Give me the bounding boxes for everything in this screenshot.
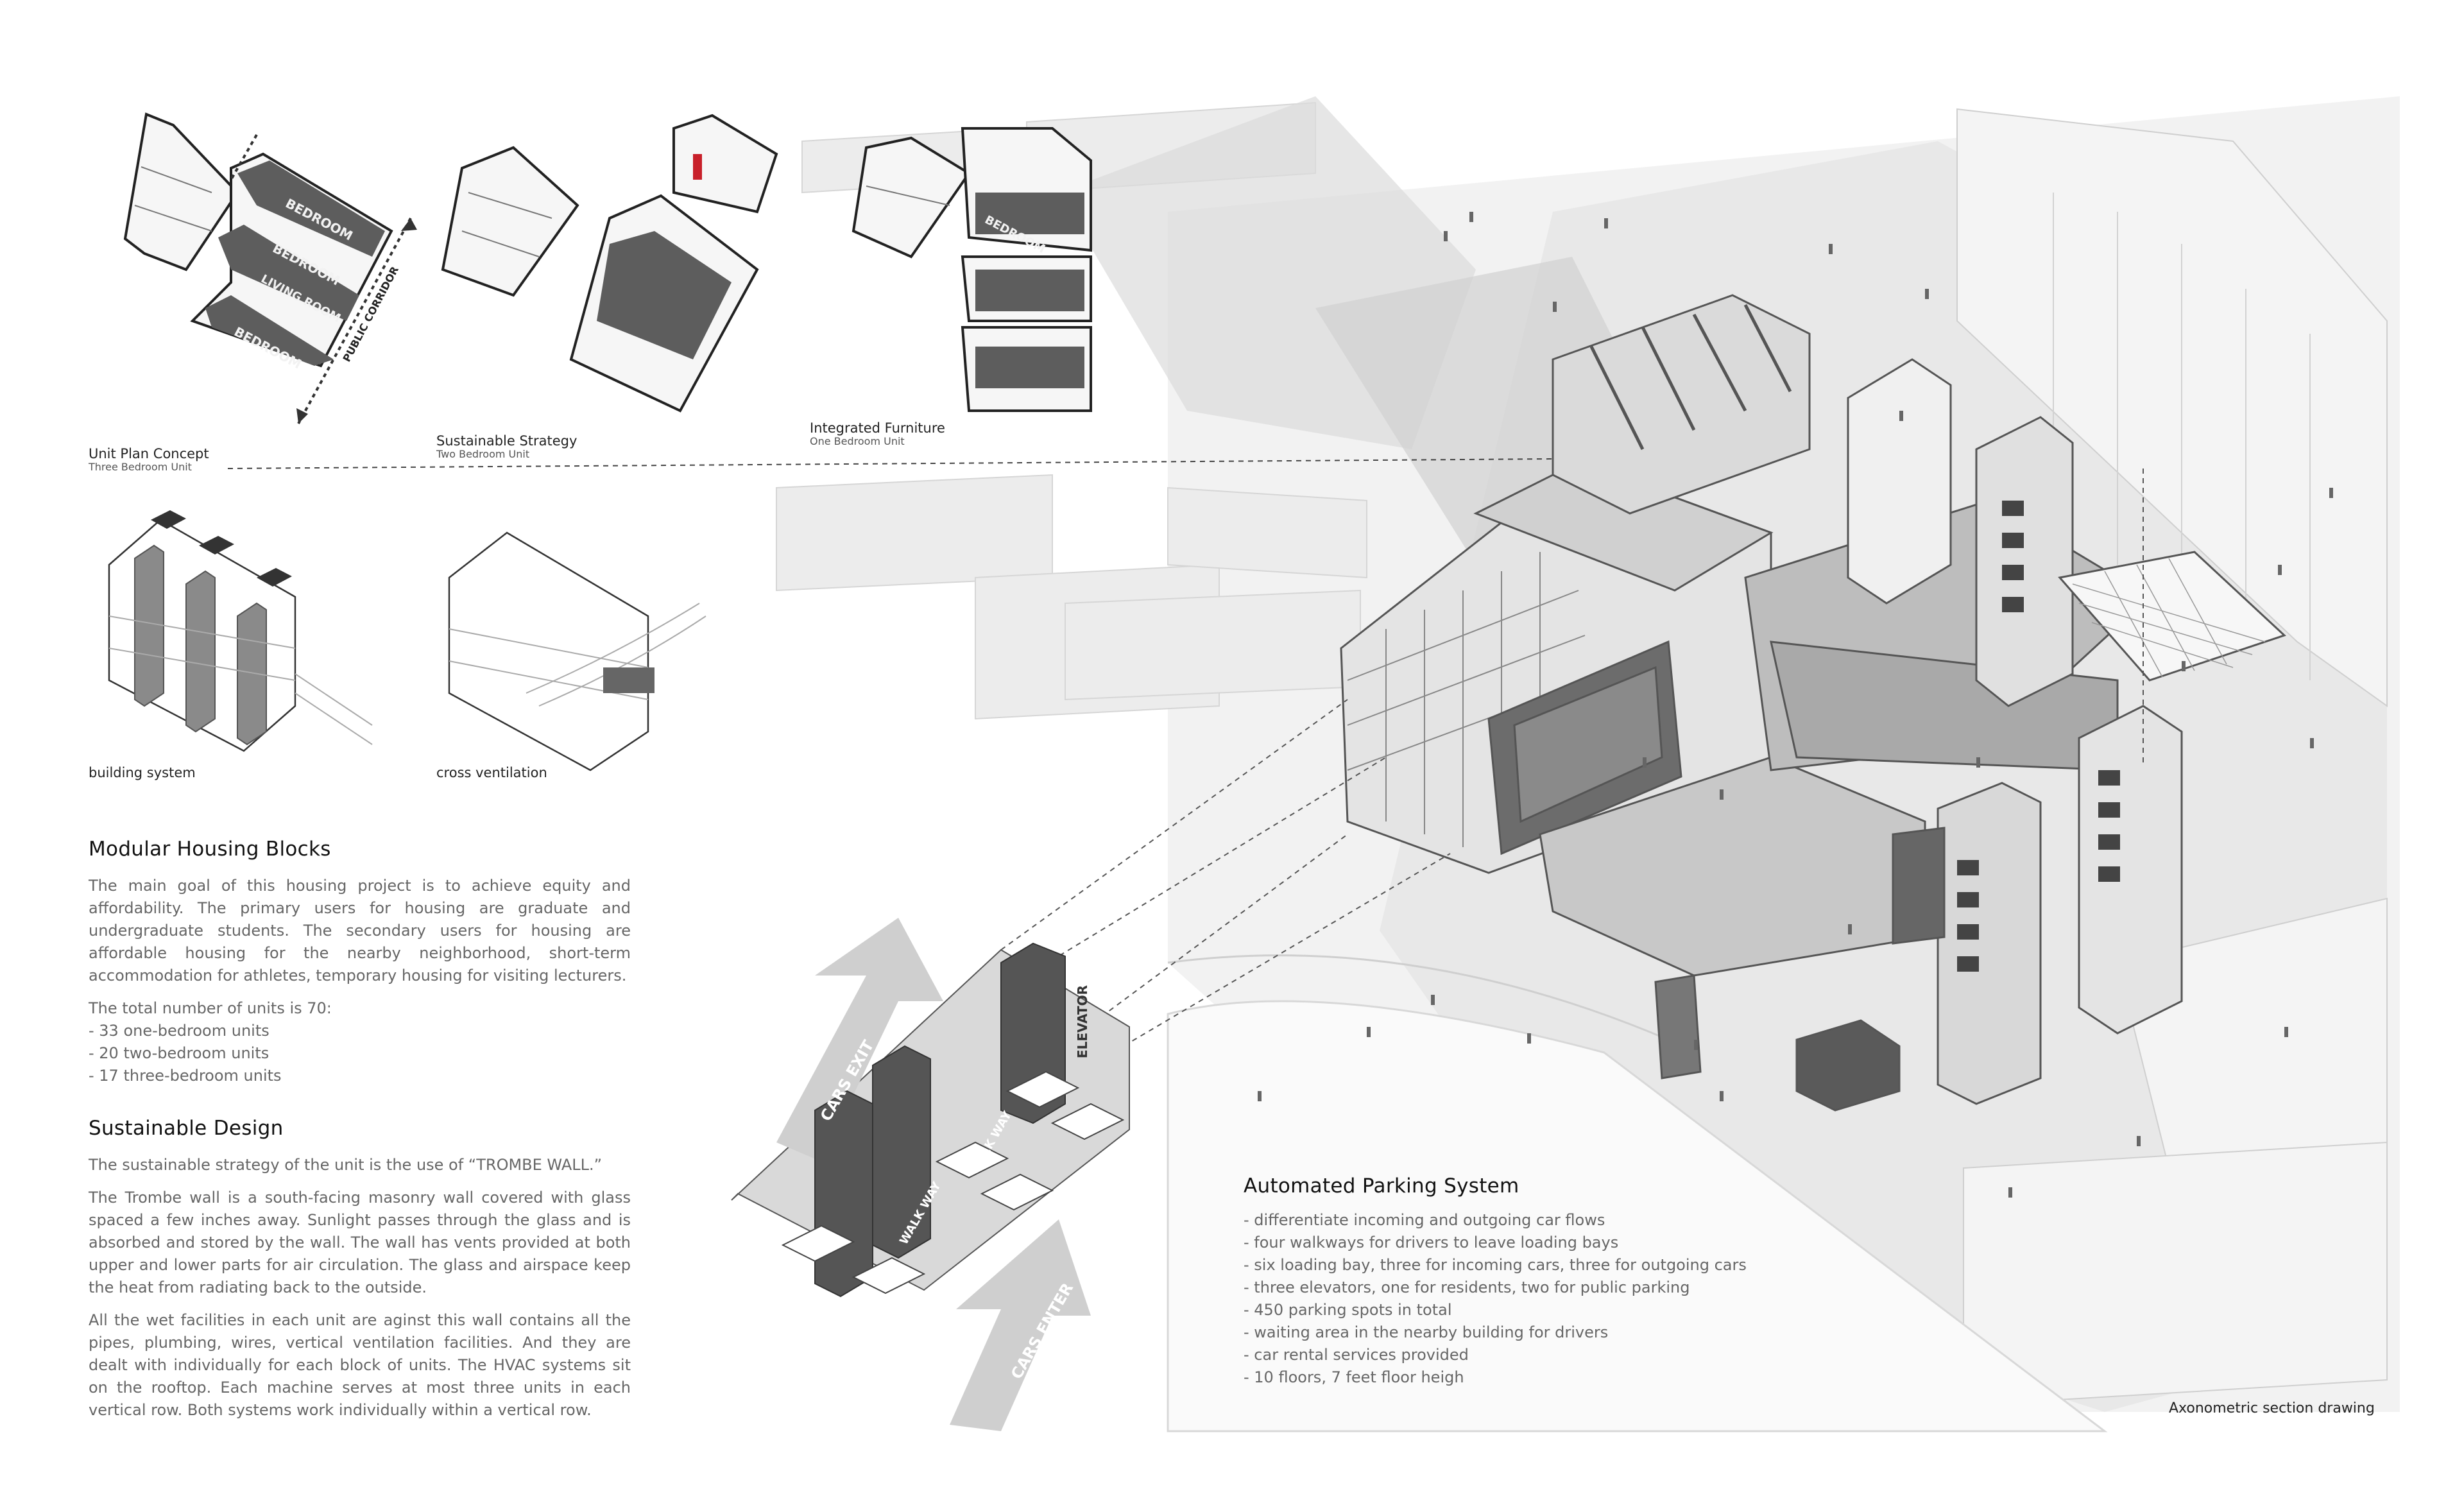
modular-paragraph-2: The total number of units is 70: xyxy=(89,999,332,1017)
parking-item: - 450 parking spots in total xyxy=(1244,1301,1452,1319)
caption-unit-plan: Unit Plan Concept Three Bedroom Unit xyxy=(89,446,209,473)
caption-sustainable-strategy-title: Sustainable Strategy xyxy=(436,433,578,449)
sustainable-paragraph-3: All the wet facilities in each unit are … xyxy=(89,1311,631,1419)
parking-item: - car rental services provided xyxy=(1244,1346,1469,1364)
parking-item: - waiting area in the nearby building fo… xyxy=(1244,1323,1609,1341)
unit-count-item: - 33 one-bedroom units xyxy=(89,1022,270,1040)
caption-leader-line xyxy=(227,458,1553,469)
parking-item: - three elevators, one for residents, tw… xyxy=(1244,1278,1690,1296)
caption-unit-plan-sub: Three Bedroom Unit xyxy=(89,461,192,473)
sustainable-section: Sustainable Design The sustainable strat… xyxy=(89,1117,631,1432)
elevator-label: ELEVATOR xyxy=(1075,984,1091,1059)
parking-section: Automated Parking System - differentiate… xyxy=(1244,1174,1821,1389)
caption-integrated-furniture-sub: One Bedroom Unit xyxy=(810,435,905,447)
parking-item: - six loading bay, three for incoming ca… xyxy=(1244,1256,1747,1274)
unit-count-item: - 17 three-bedroom units xyxy=(89,1067,282,1085)
unit-count-item: - 20 two-bedroom units xyxy=(89,1044,270,1062)
caption-sustainable-strategy: Sustainable Strategy Two Bedroom Unit xyxy=(436,433,577,460)
caption-unit-plan-title: Unit Plan Concept xyxy=(89,446,209,461)
sustainable-paragraph-2: The Trombe wall is a south-facing masonr… xyxy=(89,1189,631,1296)
parking-item: - differentiate incoming and outgoing ca… xyxy=(1244,1211,1605,1229)
modular-section: Modular Housing Blocks The main goal of … xyxy=(89,838,631,1087)
caption-integrated-furniture-title: Integrated Furniture xyxy=(810,420,945,436)
sustainable-paragraph-1: The sustainable strategy of the unit is … xyxy=(89,1156,603,1174)
sustainable-heading: Sustainable Design xyxy=(89,1117,284,1140)
caption-axonometric: Axonometric section drawing xyxy=(2169,1400,2375,1416)
caption-cross-ventilation: cross ventilation xyxy=(436,765,547,780)
modular-heading: Modular Housing Blocks xyxy=(89,838,331,861)
modular-paragraph-1: The main goal of this housing project is… xyxy=(89,877,631,984)
parking-heading: Automated Parking System xyxy=(1244,1174,1519,1198)
trombe-wall-accent xyxy=(693,154,702,180)
parking-item: - four walkways for drivers to leave loa… xyxy=(1244,1234,1619,1251)
caption-building-system: building system xyxy=(89,765,196,780)
caption-integrated-furniture: Integrated Furniture One Bedroom Unit xyxy=(810,420,945,447)
caption-sustainable-strategy-sub: Two Bedroom Unit xyxy=(436,448,530,460)
parking-item: - 10 floors, 7 feet floor heigh xyxy=(1244,1368,1464,1386)
